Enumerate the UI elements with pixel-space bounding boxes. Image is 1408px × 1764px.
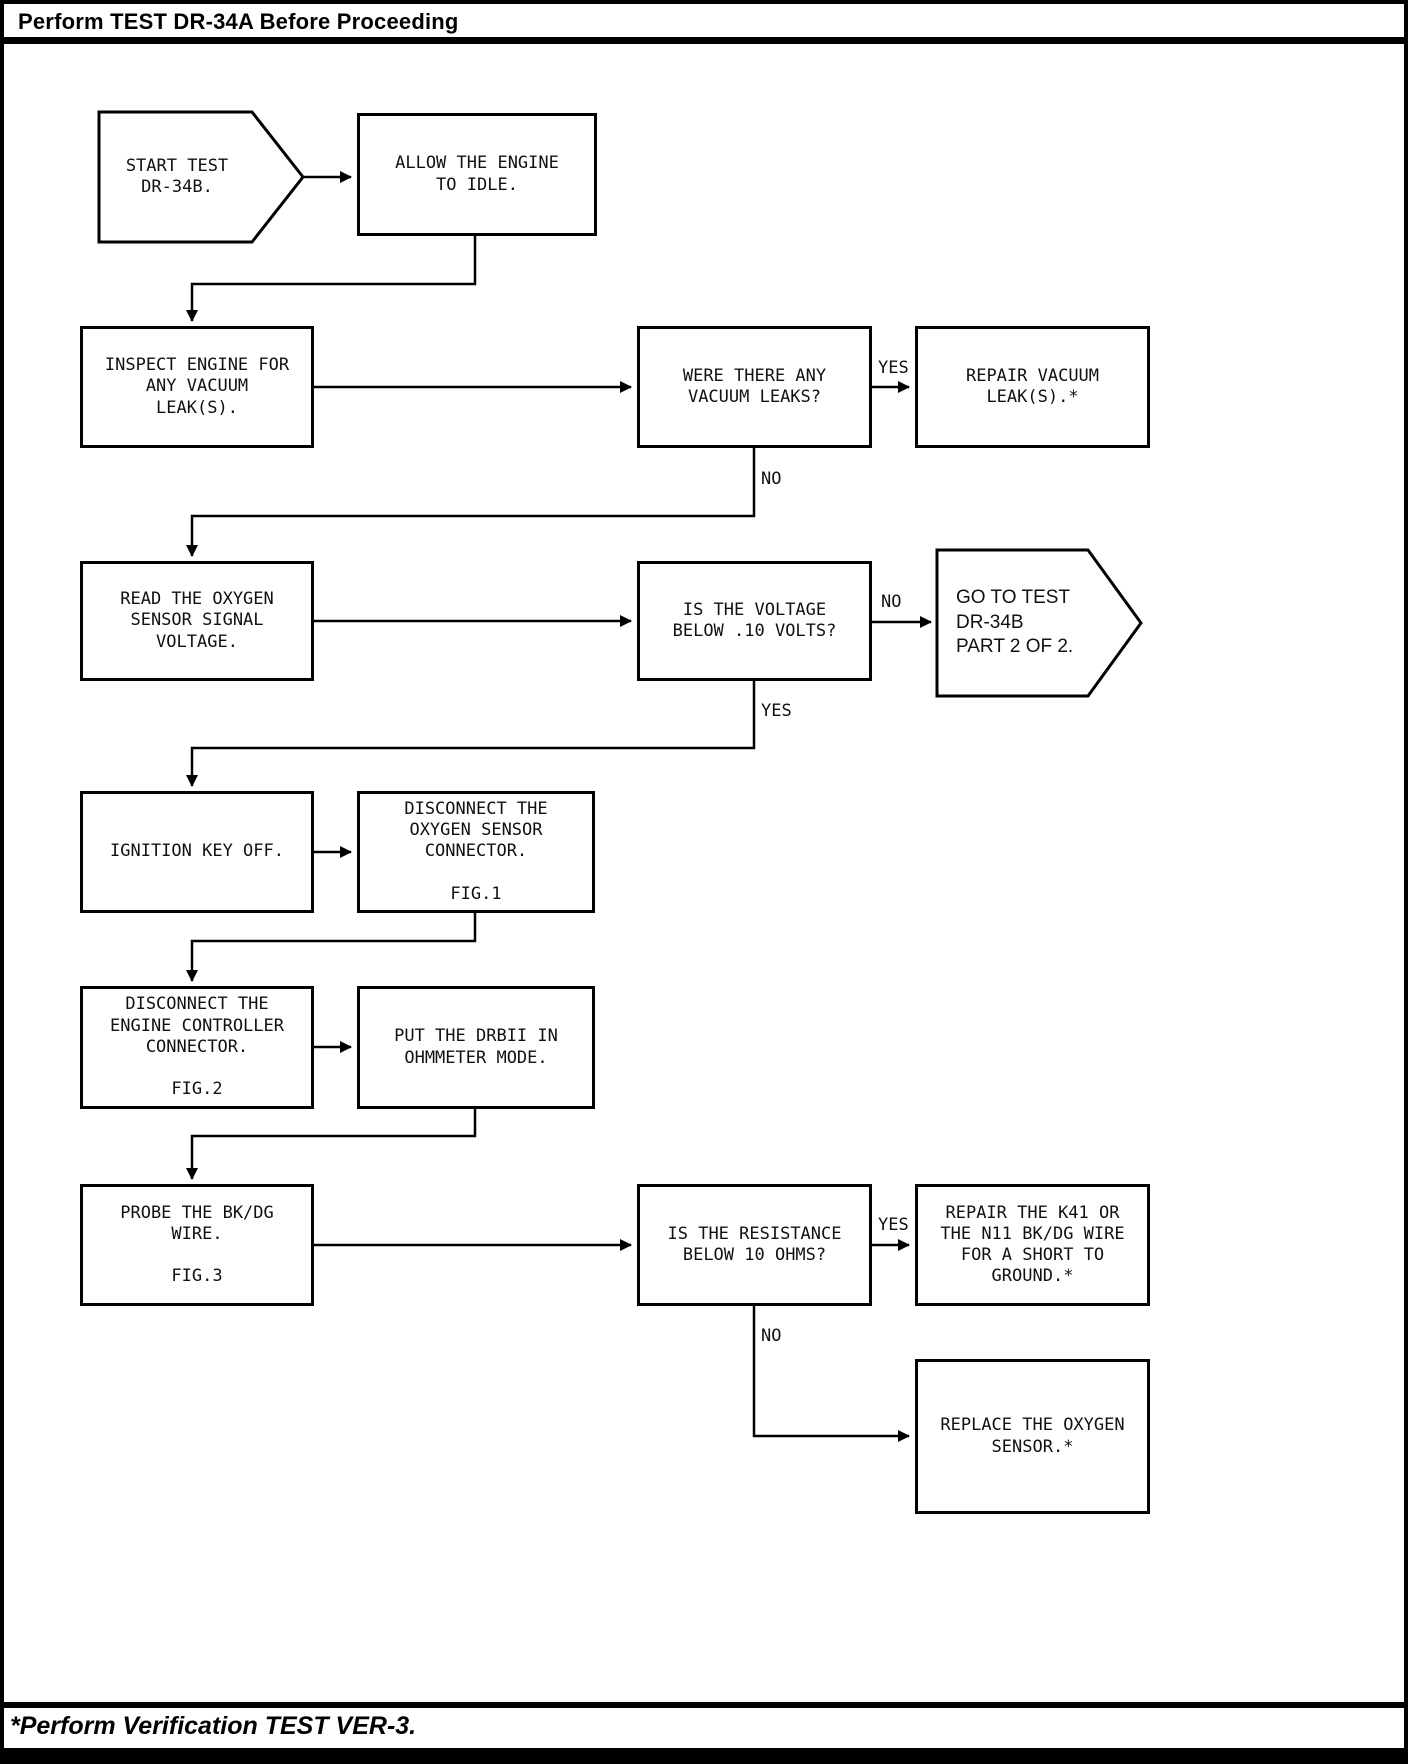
node-start-test: START TEST DR-34B.	[125, 155, 229, 197]
node-were-there-leaks: WERE THERE ANY VACUUM LEAKS?	[637, 326, 872, 448]
goto-arrow-shape	[935, 548, 1143, 698]
edge-no-to-readvoltage	[186, 448, 756, 557]
bottom-border-bar	[4, 1748, 1404, 1760]
node-resistance-below-10: IS THE RESISTANCE BELOW 10 OHMS?	[637, 1184, 872, 1306]
node-repair-k41-n11-wire: REPAIR THE K41 OR THE N11 BK/DG WIRE FOR…	[915, 1184, 1150, 1306]
edge-yes-to-ignitionoff	[186, 681, 756, 787]
node-replace-oxygen-sensor: REPLACE THE OXYGEN SENSOR.*	[915, 1359, 1150, 1514]
edge-disconnecto2-to-disconnectecc	[186, 913, 477, 982]
node-ignition-key-off: IGNITION KEY OFF.	[80, 791, 314, 913]
node-drbii-ohmmeter-mode: PUT THE DRBII IN OHMMETER MODE.	[357, 986, 595, 1109]
branch-label-no-resistance: NO	[761, 1326, 782, 1346]
edge-drbii-to-probe	[186, 1109, 477, 1180]
start-arrow-shape	[97, 110, 305, 244]
node-disconnect-engine-controller: DISCONNECT THE ENGINE CONTROLLER CONNECT…	[80, 986, 314, 1109]
branch-label-yes-voltage: YES	[761, 701, 792, 721]
edge-idle-to-inspect	[186, 236, 477, 322]
node-goto-test-dr34b-part2: GO TO TEST DR-34B PART 2 OF 2.	[956, 586, 1074, 658]
node-disconnect-oxygen-connector: DISCONNECT THE OXYGEN SENSOR CONNECTOR. …	[357, 791, 595, 913]
footer-divider	[4, 1702, 1404, 1708]
node-allow-engine-idle: ALLOW THE ENGINE TO IDLE.	[357, 113, 597, 236]
node-repair-vacuum-leaks: REPAIR VACUUM LEAK(S).*	[915, 326, 1150, 448]
edge-no-to-replaceo2	[752, 1306, 910, 1442]
node-probe-bkdg-wire: PROBE THE BK/DG WIRE. FIG.3	[80, 1184, 314, 1306]
branch-label-yes-resistance: YES	[878, 1215, 909, 1235]
branch-label-no-voltage: NO	[881, 592, 902, 612]
connector-lines	[97, 110, 1143, 1442]
branch-label-no-leaks: NO	[761, 469, 782, 489]
header-divider	[4, 37, 1404, 44]
node-read-oxygen-voltage: READ THE OXYGEN SENSOR SIGNAL VOLTAGE.	[80, 561, 314, 681]
footer-note: *Perform Verification TEST VER-3.	[10, 1712, 417, 1740]
page-title: Perform TEST DR-34A Before Proceeding	[18, 9, 459, 34]
branch-label-yes-leaks: YES	[878, 358, 909, 378]
node-voltage-below-10: IS THE VOLTAGE BELOW .10 VOLTS?	[637, 561, 872, 681]
node-inspect-vacuum-leaks: INSPECT ENGINE FOR ANY VACUUM LEAK(S).	[80, 326, 314, 448]
